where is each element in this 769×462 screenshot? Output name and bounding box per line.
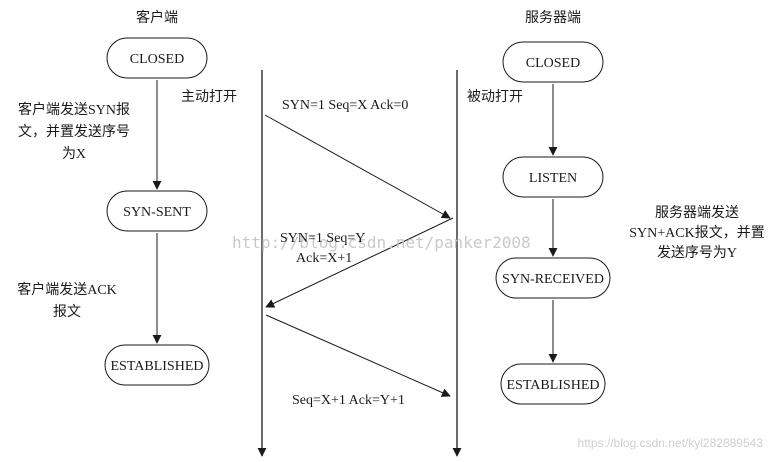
client-state-closed: CLOSED — [106, 37, 208, 79]
server-state-closed: CLOSED — [502, 41, 604, 83]
server-send-synack-note: 服务器端发送 SYN+ACK报文，并置 发送序号为Y — [629, 205, 764, 261]
syn-message-arrow — [264, 114, 451, 219]
client-send-syn-note-line1: 客户端发送SYN报 — [18, 101, 130, 118]
ack-message-arrow — [265, 314, 451, 397]
server-send-synack-note-line2: SYN+ACK报文，并置 — [629, 225, 764, 241]
server-state-established: ESTABLISHED — [500, 363, 606, 405]
server-state-listen: LISTEN — [502, 156, 604, 198]
client-send-ack-note-line2: 报文 — [53, 304, 81, 320]
client-send-syn-note-line2: 文，并置发送序号 — [18, 124, 130, 140]
syn-message-label: SYN=1 Seq=X Ack=0 — [282, 98, 408, 113]
synack-message-arrow — [265, 217, 454, 308]
server-state-syn-received-label: SYN-RECEIVED — [502, 272, 604, 287]
server-send-synack-note-line1: 服务器端发送 — [655, 205, 739, 221]
synack-message-label-line2: Ack=X+1 — [296, 251, 352, 266]
client-state-established-label: ESTABLISHED — [111, 359, 204, 374]
client-state-closed-label: CLOSED — [130, 52, 184, 67]
client-send-ack-note: 客户端发送ACK 报文 — [17, 281, 117, 320]
client-send-ack-note-line1: 客户端发送ACK — [17, 281, 117, 298]
synack-message-label-line1: SYN=1 Seq=Y — [280, 231, 365, 246]
client-header: 客户端 — [136, 9, 178, 26]
center-watermark: http://blog.csdn.net/panker2008 — [232, 233, 531, 252]
client-send-syn-note: 客户端发送SYN报 文，并置发送序号 为X — [18, 101, 130, 162]
active-open-label: 主动打开 — [181, 88, 237, 105]
bottom-right-watermark: https://blog.csdn.net/kyl282889543 — [578, 436, 764, 450]
server-header: 服务器端 — [525, 10, 581, 26]
server-state-closed-label: CLOSED — [526, 56, 580, 71]
client-send-syn-note-line3: 为X — [62, 146, 86, 162]
server-state-listen-label: LISTEN — [529, 171, 577, 186]
server-state-syn-received: SYN-RECEIVED — [495, 257, 611, 299]
ack-message-label: Seq=X+1 Ack=Y+1 — [292, 393, 405, 408]
client-state-syn-sent: SYN-SENT — [106, 190, 208, 232]
server-send-synack-note-line3: 发送序号为Y — [657, 245, 737, 261]
client-state-established: ESTABLISHED — [104, 344, 210, 386]
client-state-syn-sent-label: SYN-SENT — [123, 205, 191, 220]
passive-open-label: 被动打开 — [467, 88, 523, 105]
server-state-established-label: ESTABLISHED — [507, 378, 600, 393]
